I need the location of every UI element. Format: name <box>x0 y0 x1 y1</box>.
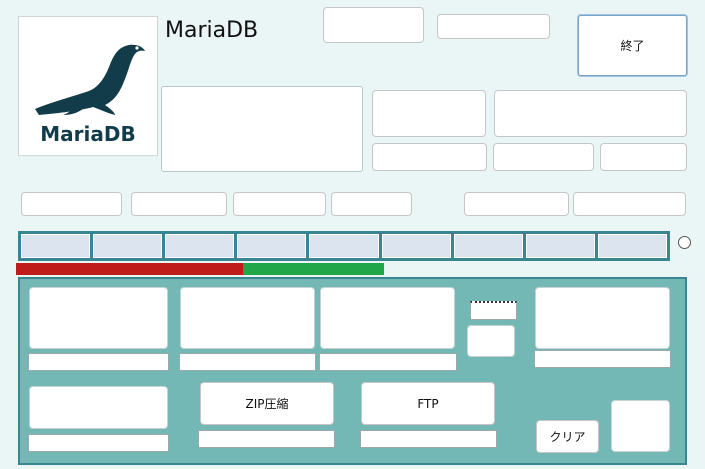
logo-text: MariaDB <box>40 122 135 146</box>
progress-bar-red <box>16 263 243 275</box>
tile-2-label <box>179 353 316 371</box>
clear-button[interactable]: クリア <box>536 420 599 453</box>
tab-2[interactable] <box>93 234 163 258</box>
mariadb-logo: MariaDB <box>18 16 158 156</box>
exit-button-label: 終了 <box>620 39 645 53</box>
ftp-label-field <box>360 430 497 448</box>
radio-button[interactable] <box>678 236 691 249</box>
tab-3[interactable] <box>165 234 235 258</box>
tile-5[interactable] <box>29 386 168 429</box>
tile-5-label <box>28 434 169 452</box>
tile-3[interactable] <box>320 287 455 349</box>
ftp-button-label: FTP <box>417 396 439 411</box>
tile-2[interactable] <box>180 287 315 349</box>
tile-6[interactable] <box>611 400 670 452</box>
text-area[interactable] <box>161 86 363 172</box>
progress-bar-green <box>243 263 384 275</box>
top-button-2[interactable] <box>437 14 550 39</box>
seal-icon: MariaDB <box>35 44 145 146</box>
field-c[interactable] <box>372 143 487 171</box>
small-field[interactable] <box>470 301 517 320</box>
tab-9[interactable] <box>597 234 667 258</box>
tab-5[interactable] <box>309 234 379 258</box>
tab-6[interactable] <box>381 234 451 258</box>
row-button-2[interactable] <box>131 192 227 216</box>
small-button[interactable] <box>467 325 515 357</box>
tab-7[interactable] <box>453 234 523 258</box>
zip-label-field <box>198 430 335 448</box>
zip-button[interactable]: ZIP圧縮 <box>200 382 334 425</box>
top-button-1[interactable] <box>323 7 424 43</box>
clear-button-label: クリア <box>549 430 586 444</box>
zip-button-label: ZIP圧縮 <box>245 397 289 411</box>
tile-4-label <box>534 350 671 368</box>
exit-button[interactable]: 終了 <box>578 15 687 76</box>
tile-3-label <box>319 353 457 371</box>
field-e[interactable] <box>600 143 687 171</box>
row-button-6[interactable] <box>573 192 686 216</box>
row-button-3[interactable] <box>233 192 326 216</box>
app-title: MariaDB <box>165 18 259 43</box>
field-d[interactable] <box>493 143 594 171</box>
tab-8[interactable] <box>525 234 595 258</box>
tile-1-label <box>28 353 169 371</box>
field-a[interactable] <box>372 90 486 137</box>
tile-1[interactable] <box>29 287 168 349</box>
tab-strip <box>18 231 670 261</box>
tile-4[interactable] <box>535 287 670 349</box>
row-button-5[interactable] <box>464 192 569 216</box>
tab-4[interactable] <box>237 234 307 258</box>
main-panel: ZIP圧縮 FTP クリア <box>18 277 687 465</box>
field-b[interactable] <box>494 90 687 137</box>
row-button-4[interactable] <box>331 192 412 216</box>
ftp-button[interactable]: FTP <box>361 382 495 425</box>
tab-1[interactable] <box>21 234 91 258</box>
row-button-1[interactable] <box>21 192 122 216</box>
